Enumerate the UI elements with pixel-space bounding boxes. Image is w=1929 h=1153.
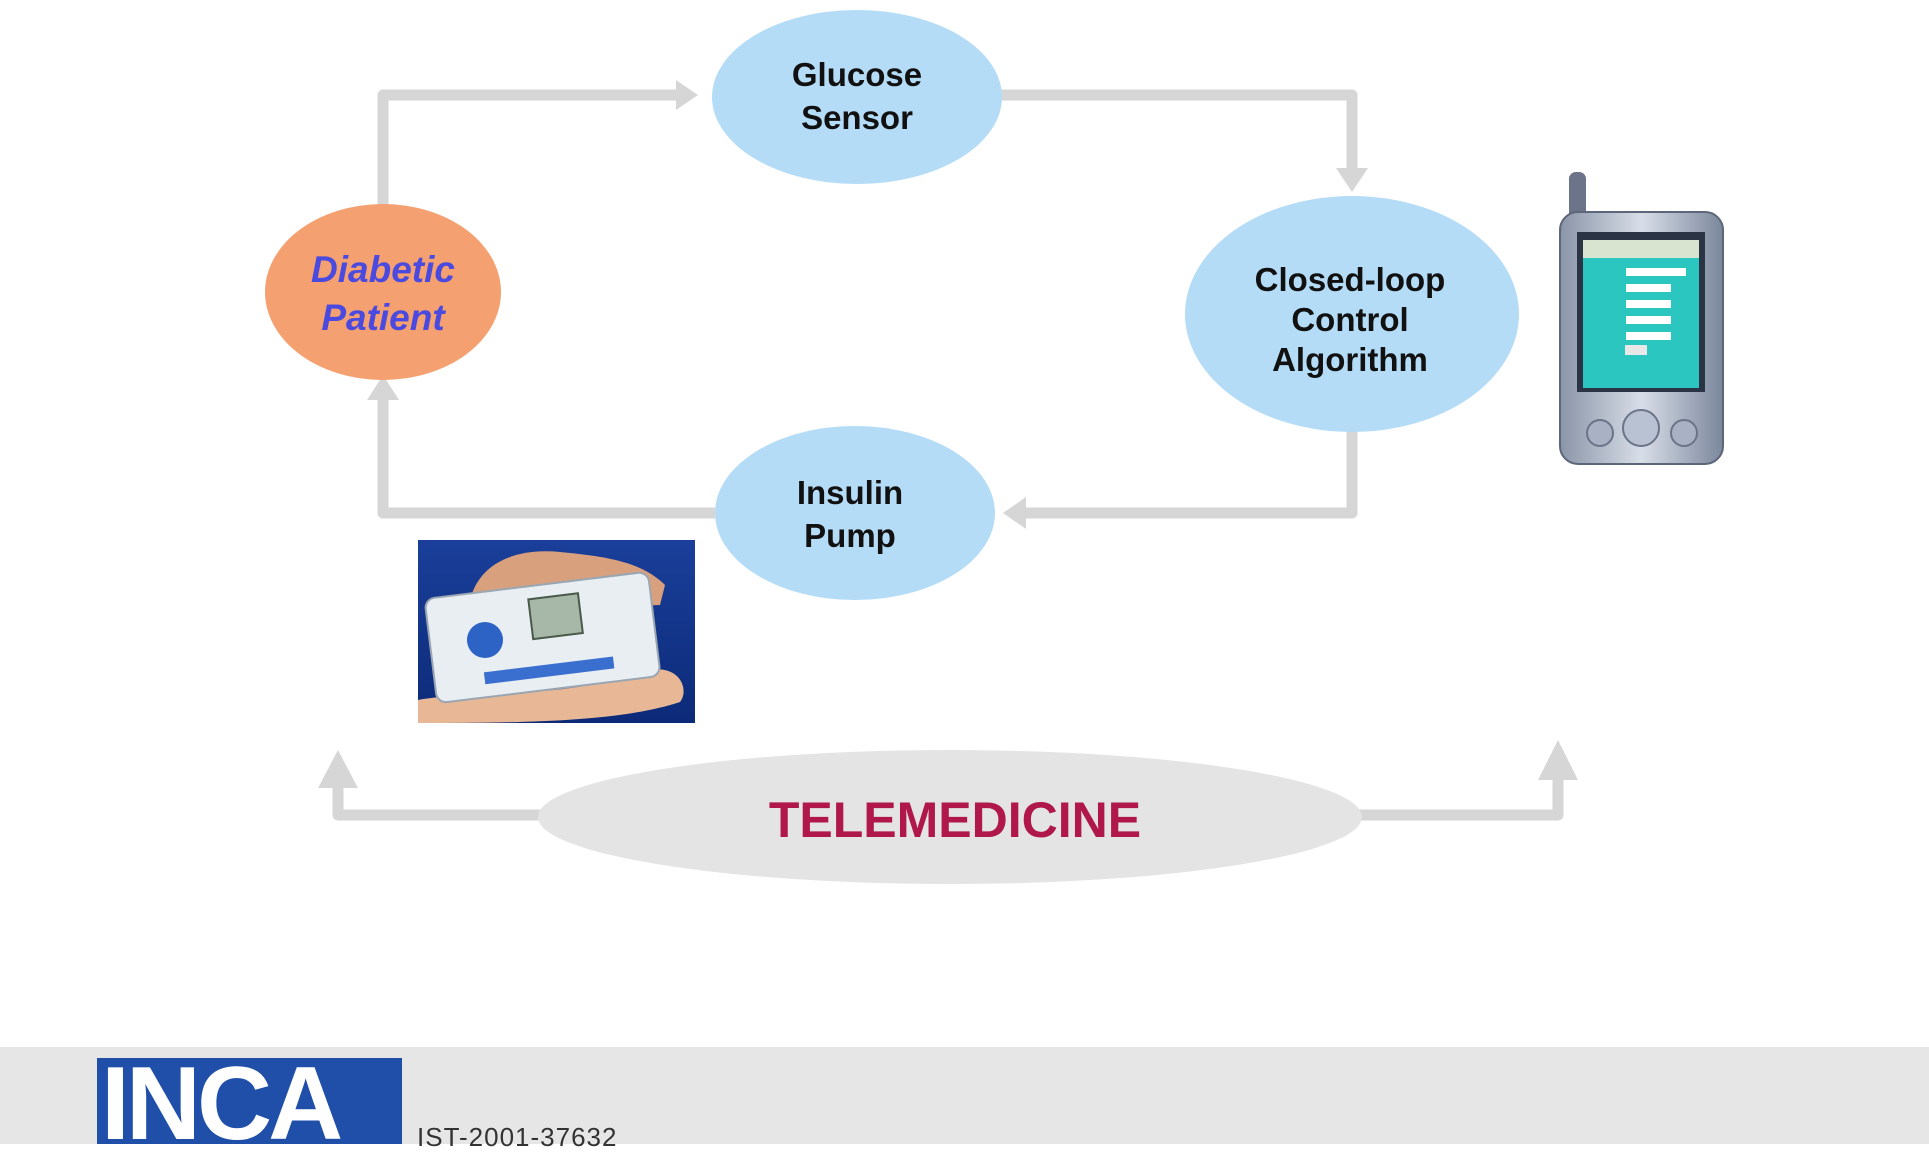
glucose-sensor-label: Glucose Sensor — [727, 52, 987, 142]
arrowheads — [318, 80, 1578, 788]
pda-device-image — [1559, 172, 1724, 465]
arrowhead-to-pump — [1003, 497, 1026, 529]
diabetic-patient-label: Diabetic Patient — [270, 245, 496, 343]
arrow-pump-to-patient — [377, 385, 715, 519]
closed-loop-label-line2: Control — [1291, 300, 1409, 338]
inca-logo: INCA — [97, 1058, 402, 1144]
arrow-telemedicine-right — [1355, 770, 1564, 821]
closed-loop-label: Closed-loop Control Algorithm — [1200, 255, 1500, 385]
insulin-pump-label-line2: Pump — [804, 517, 896, 554]
pump-device-dial — [467, 622, 503, 658]
arrowhead-telemedicine-right — [1538, 740, 1578, 780]
diabetic-patient-label-line2: Patient — [321, 297, 445, 338]
insulin-pump-label-line1: Insulin — [796, 474, 904, 512]
insulin-pump-photo — [418, 540, 695, 723]
pda-nav-button — [1622, 409, 1660, 447]
diabetic-patient-label-line1: Diabetic — [311, 248, 455, 290]
diabetic-patient-node — [265, 204, 501, 380]
closed-loop-node — [1185, 196, 1519, 432]
arrowhead-to-patient — [367, 375, 399, 400]
inca-logo-text: INCA — [101, 1058, 343, 1144]
pda-field-1 — [1626, 268, 1686, 276]
pump-device-display — [527, 592, 584, 641]
telemedicine-label: TELEMEDICINE — [640, 785, 1270, 855]
pda-right-button — [1670, 419, 1698, 447]
glucose-sensor-label-line2: Sensor — [801, 99, 913, 136]
arrowhead-to-algorithm — [1336, 168, 1368, 192]
arrowhead-telemedicine-left — [318, 750, 358, 788]
arrow-sensor-to-algorithm — [995, 89, 1358, 180]
closed-loop-label-line3: Algorithm — [1272, 341, 1428, 379]
insulin-pump-node — [715, 426, 995, 600]
arrow-patient-to-sensor — [377, 89, 690, 215]
pda-field-5 — [1626, 332, 1671, 340]
pump-device-label-strip — [483, 656, 615, 685]
arrow-algorithm-to-pump — [1015, 430, 1358, 519]
pda-left-button — [1586, 419, 1614, 447]
telemedicine-node — [538, 750, 1362, 884]
flow-arrows — [332, 89, 1564, 821]
pda-field-3 — [1626, 300, 1671, 308]
pda-field-4 — [1626, 316, 1671, 324]
pda-screen-button — [1625, 345, 1647, 355]
pump-photo-hand — [418, 669, 684, 723]
insulin-pump-label: Insulin Pump — [720, 470, 980, 560]
glucose-sensor-label-line1: Glucose — [791, 56, 923, 94]
closed-loop-label-line1: Closed-loop — [1254, 260, 1446, 298]
telemedicine-label-text: TELEMEDICINE — [768, 791, 1142, 848]
pda-screen-header — [1583, 240, 1699, 258]
arrow-telemedicine-left — [332, 770, 545, 821]
glucose-sensor-node — [712, 10, 1002, 184]
pda-screen — [1583, 240, 1699, 388]
project-code: IST-2001-37632 — [417, 1122, 618, 1152]
pda-field-2 — [1626, 284, 1671, 292]
arrowhead-to-sensor — [676, 80, 698, 110]
